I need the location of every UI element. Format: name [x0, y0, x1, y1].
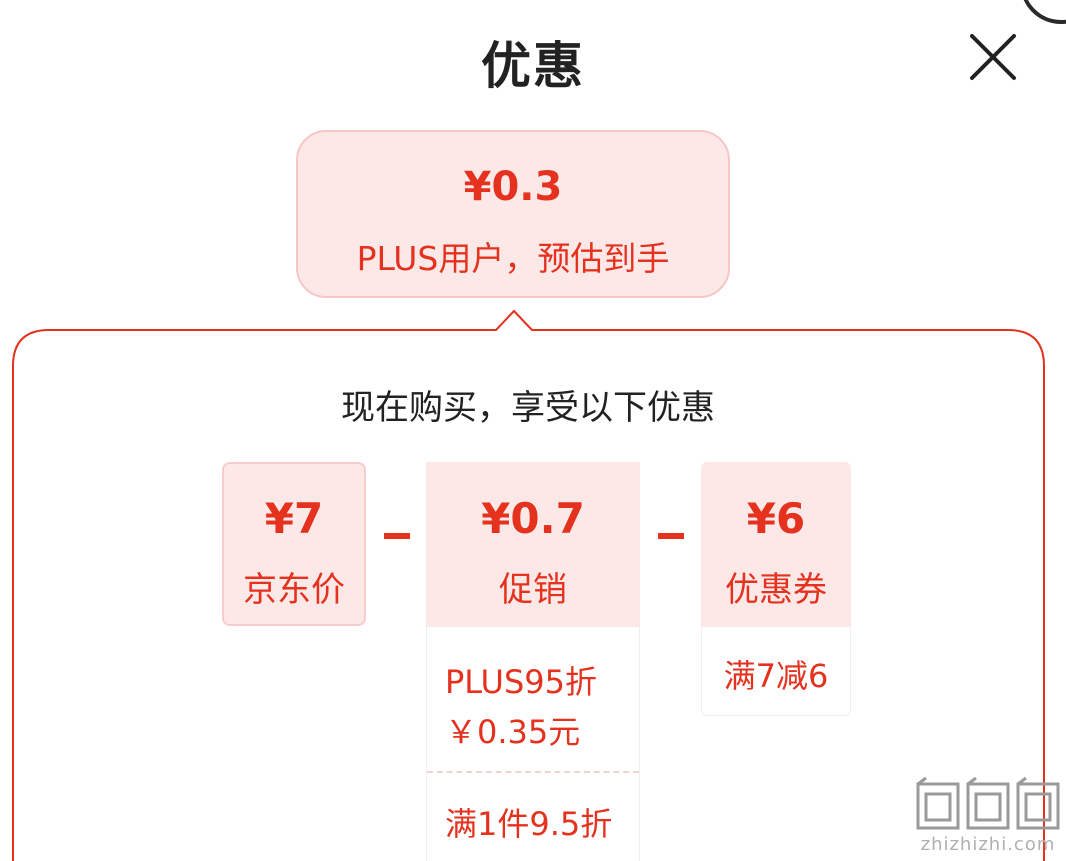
close-icon: [970, 34, 1016, 80]
panel-heading: 现在购买，享受以下优惠: [341, 388, 715, 428]
estimated-price: ¥0.3: [463, 164, 563, 210]
minus-icon: [384, 533, 410, 539]
promotion-card: ¥0.7 促销: [426, 462, 640, 626]
coupon-detail-rule: 满7减6: [723, 657, 829, 695]
promotion-label: 促销: [499, 570, 567, 610]
detail-divider: [427, 771, 639, 773]
watermark-logo: [916, 776, 1060, 830]
popup-title: 优惠: [481, 37, 585, 95]
coupon-details: 满7减6: [701, 626, 851, 716]
promotion-detail-amount: ￥0.35元: [445, 713, 581, 751]
site-watermark: zhizhizhi.com: [914, 776, 1062, 858]
promotion-value: ¥0.7: [481, 494, 585, 543]
coupon-value: ¥6: [746, 494, 806, 543]
close-button[interactable]: [960, 24, 1026, 90]
corner-arc-decoration: [1020, 0, 1066, 24]
promotion-detail-plus: PLUS95折: [445, 663, 597, 701]
promotion-detail-discount: 满1件9.5折: [445, 805, 613, 843]
promotion-details: PLUS95折 ￥0.35元 满1件9.5折: [426, 626, 640, 861]
discount-panel-frame: [0, 300, 1066, 861]
estimated-price-label: PLUS用户，预估到手: [356, 239, 670, 278]
coupon-label: 优惠券: [725, 570, 827, 610]
minus-icon: [658, 533, 684, 539]
estimated-price-bubble: ¥0.3 PLUS用户，预估到手: [296, 130, 730, 298]
jd-price-label: 京东价: [243, 570, 345, 610]
jd-price-value: ¥7: [264, 494, 324, 543]
watermark-text: zhizhizhi.com: [920, 834, 1056, 855]
coupon-card: ¥6 优惠券: [701, 462, 851, 626]
jd-price-card: ¥7 京东价: [222, 462, 366, 626]
